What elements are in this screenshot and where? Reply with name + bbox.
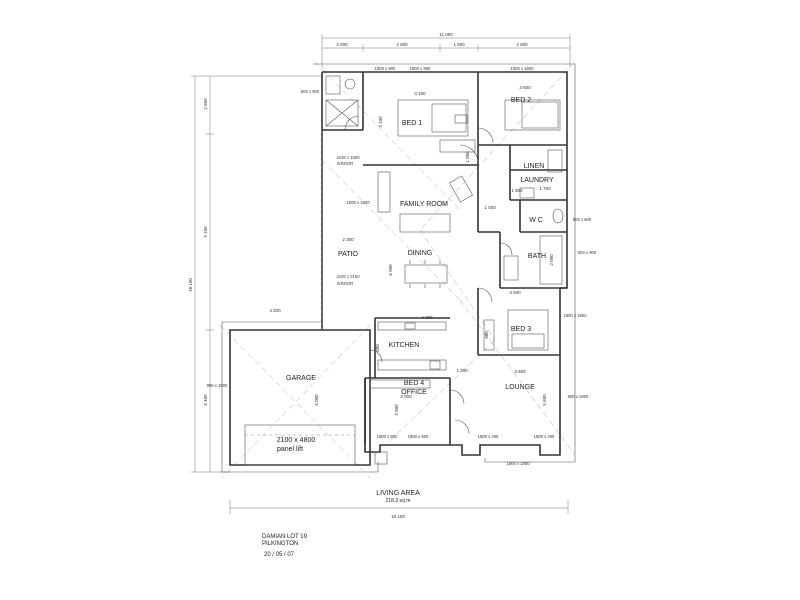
dim-bed4-width: 3 000 bbox=[400, 394, 412, 399]
fixtures bbox=[244, 75, 564, 466]
window-label-lounge-side: 600 x 1800 bbox=[568, 394, 589, 399]
sliding-door-1-size: 2100 x 1500 bbox=[336, 155, 360, 160]
room-labels: BED 1 BED 2 FAMILY ROOM DINING PATIO KIT… bbox=[286, 97, 554, 396]
living-area-value: 218.3 sq m bbox=[385, 498, 411, 504]
dim-kitchen-width: 4 000 bbox=[421, 315, 433, 320]
room-label-wc: W C bbox=[529, 217, 543, 224]
garage-door-size: 2100 x 4800 bbox=[277, 437, 316, 444]
room-label-patio: PATIO bbox=[338, 251, 359, 258]
dim-top-4: 3 500 bbox=[516, 42, 528, 47]
window-label-lounge-bottom: 1800 x 1800 bbox=[506, 461, 530, 466]
dim-garage-width: 4 200 bbox=[269, 308, 281, 313]
dim-800: 800 bbox=[375, 344, 380, 352]
dim-left-1: 2 600 bbox=[203, 98, 208, 110]
dim-bottom-overall: 15 100 bbox=[391, 514, 405, 519]
dimension-lines bbox=[191, 34, 571, 514]
dim-top-1: 2 000 bbox=[336, 42, 348, 47]
dim-900: 900 bbox=[484, 331, 489, 339]
room-label-bath: BATH bbox=[528, 253, 546, 260]
window-label-lounge-2: 1800 x 400 bbox=[534, 434, 555, 439]
window-label-office: 1800 x 900 bbox=[408, 434, 429, 439]
sliding-door-2-label: S/DOOR bbox=[337, 281, 354, 286]
dim-left-3: 6 400 bbox=[203, 394, 208, 406]
dim-bed3-width: 3 600 bbox=[509, 290, 521, 295]
room-label-family-room: FAMILY ROOM bbox=[400, 201, 448, 208]
window-label-ensuite: 600 x 900 bbox=[301, 89, 320, 94]
dim-bed4-height: 3 000 bbox=[394, 404, 399, 416]
room-label-garage: GARAGE bbox=[286, 375, 316, 382]
dim-left-2: 9 100 bbox=[203, 226, 208, 238]
dim-laundry-2: 1 700 bbox=[539, 186, 551, 191]
project-name: DAMIAN LOT 19 bbox=[262, 534, 307, 540]
dim-bath-height: 2 000 bbox=[549, 254, 554, 266]
dim-lounge-width: 3 600 bbox=[514, 369, 526, 374]
room-label-dining: DINING bbox=[408, 250, 433, 257]
dimension-labels: 11 000 2 000 3 500 1 000 3 500 18 100 2 … bbox=[188, 32, 554, 519]
dim-overall-left: 18 100 bbox=[188, 278, 193, 292]
garage-door-type: panel lift bbox=[277, 446, 303, 453]
sliding-door-2-size: 2100 x 2100 bbox=[336, 274, 360, 279]
room-label-bed4: BED 4 bbox=[404, 380, 424, 387]
window-label-top-2: 1800 x 900 bbox=[410, 66, 431, 71]
living-area-title: LIVING AREA bbox=[376, 490, 420, 497]
window-label-bed3: 1800 x 1800 bbox=[563, 313, 587, 318]
dim-patio-height: 2 300 bbox=[342, 237, 354, 242]
window-label-wc: 600 x 600 bbox=[573, 217, 592, 222]
dim-bed1-height: 4 100 bbox=[378, 116, 383, 128]
window-label-bath: 600 x 900 bbox=[578, 250, 597, 255]
roof-hip-lines bbox=[219, 61, 576, 479]
dim-dining-height: 6 900 bbox=[388, 264, 393, 276]
room-label-kitchen: KITCHEN bbox=[389, 342, 420, 349]
window-label-family: 1000 x 1800 bbox=[346, 200, 370, 205]
dim-bed1-width: 3 400 bbox=[414, 91, 426, 96]
project-location: PILKINGTON bbox=[262, 541, 299, 547]
sliding-door-1-label: S/DOOR bbox=[337, 161, 354, 166]
room-label-bed1: BED 1 bbox=[402, 120, 422, 127]
dim-1000-a: 1 000 bbox=[465, 151, 470, 163]
dim-hall-width: 1 200 bbox=[456, 368, 468, 373]
dim-laundry-1: 1 800 bbox=[511, 188, 523, 193]
room-label-office: OFFICE bbox=[401, 389, 427, 396]
room-label-bed3: BED 3 bbox=[511, 326, 531, 333]
window-label-garage: 900 x 1500 bbox=[207, 383, 228, 388]
drawing-date: 20 / 05 / 07 bbox=[264, 552, 295, 558]
room-label-lounge: LOUNGE bbox=[505, 384, 535, 391]
dim-overall-top: 11 000 bbox=[439, 32, 453, 37]
window-label-lounge-1: 1800 x 400 bbox=[478, 434, 499, 439]
room-label-laundry: LAUNDRY bbox=[520, 177, 554, 184]
dim-lounge-height: 5 600 bbox=[542, 394, 547, 406]
door-notes: 2100 x 1500 S/DOOR 2100 x 2100 S/DOOR 21… bbox=[277, 155, 360, 453]
window-labels: 1800 x 900 1800 x 900 1800 x 1800 600 x … bbox=[207, 66, 597, 466]
room-label-bed2: BED 2 bbox=[511, 97, 531, 104]
window-label-bed4: 1800 x 900 bbox=[377, 434, 398, 439]
dim-1000-b: 1 000 bbox=[484, 205, 496, 210]
room-label-linen: LINEN bbox=[524, 163, 545, 170]
interior-walls bbox=[322, 72, 567, 445]
window-label-top-1: 1800 x 900 bbox=[375, 66, 396, 71]
dim-bed2-width: 3 600 bbox=[519, 85, 531, 90]
dim-garage-height: 6 000 bbox=[314, 394, 319, 406]
exterior-walls bbox=[221, 63, 576, 473]
dim-top-2: 3 500 bbox=[396, 42, 408, 47]
window-label-top-3: 1800 x 1800 bbox=[510, 66, 534, 71]
dim-top-3: 1 000 bbox=[453, 42, 465, 47]
